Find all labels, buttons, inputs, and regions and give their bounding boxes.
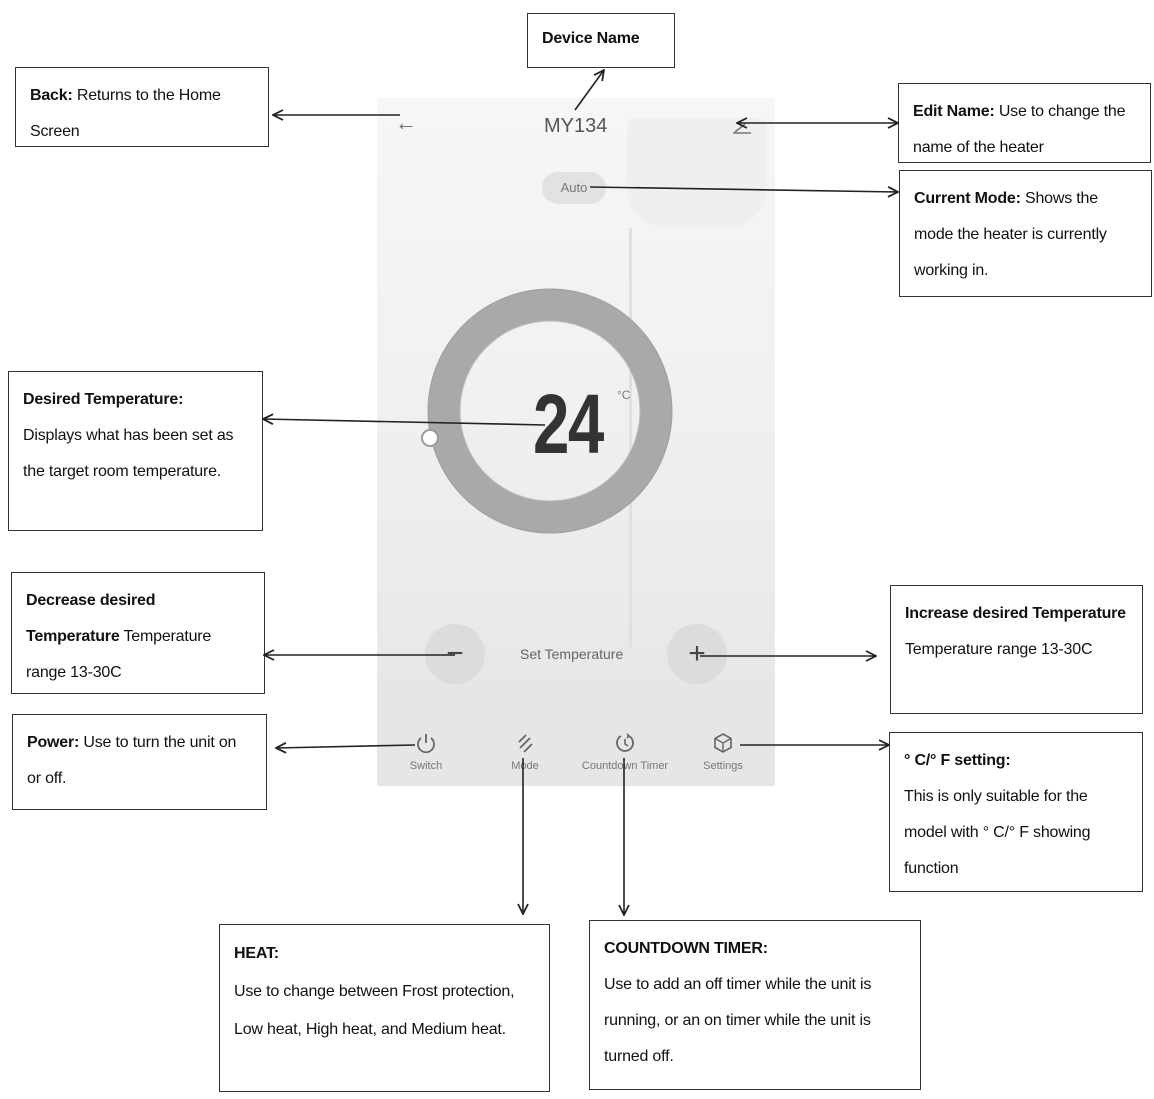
background-lamp-shade bbox=[627, 118, 767, 228]
back-button[interactable]: ← bbox=[395, 110, 417, 135]
edit-name-button[interactable] bbox=[733, 120, 751, 134]
mode-icon bbox=[518, 734, 533, 753]
callout-increase-title: Increase desired Temperature bbox=[905, 605, 1126, 622]
mode-badge: Auto bbox=[542, 172, 606, 204]
nav-countdown-timer[interactable]: Countdown Timer bbox=[567, 732, 683, 772]
nav-settings[interactable]: Settings bbox=[683, 732, 763, 772]
temperature-dial[interactable] bbox=[421, 288, 673, 534]
callout-desired-temperature: Desired Temperature: Displays what has b… bbox=[8, 371, 263, 531]
callout-cf-setting-title: ° C/° F setting: bbox=[904, 752, 1011, 769]
settings-icon bbox=[714, 733, 732, 753]
callout-power: Power: Use to turn the unit on or off. bbox=[12, 714, 267, 810]
callout-cf-setting: ° C/° F setting: This is only suitable f… bbox=[889, 732, 1143, 892]
dial-ring bbox=[428, 289, 672, 533]
callout-decrease-text: Temperature range 13-30C bbox=[26, 628, 212, 681]
callout-desired-temperature-title: Desired Temperature: bbox=[23, 391, 184, 408]
timer-icon bbox=[616, 733, 634, 752]
callout-edit-name: Edit Name: Use to change the name of the… bbox=[898, 83, 1151, 163]
callout-heat: HEAT: Use to change between Frost protec… bbox=[219, 924, 550, 1092]
increase-temperature-button[interactable]: + bbox=[667, 624, 727, 684]
nav-settings-label: Settings bbox=[703, 760, 743, 772]
callout-back: Back: Returns to the Home Screen bbox=[15, 67, 269, 147]
nav-mode-label: Mode bbox=[511, 760, 539, 772]
callout-power-text: Use to turn the unit on or off. bbox=[27, 734, 237, 787]
callout-desired-temperature-text: Displays what has been set as the target… bbox=[23, 427, 234, 480]
dial-knob[interactable] bbox=[421, 429, 439, 447]
set-temperature-label: Set Temperature bbox=[520, 646, 624, 662]
edit-pencil-icon bbox=[733, 123, 751, 134]
callout-increase-text: Temperature range 13-30C bbox=[905, 641, 1093, 658]
callout-current-mode: Current Mode: Shows the mode the heater … bbox=[899, 170, 1152, 297]
callout-device-name-title: Device Name bbox=[542, 30, 640, 47]
temperature-value: 24 bbox=[533, 377, 604, 471]
callout-heat-text: Use to change between Frost protection, … bbox=[234, 983, 515, 1038]
background-sofa bbox=[377, 678, 775, 786]
background-lamp-pole bbox=[629, 228, 632, 648]
callout-decrease-temperature: Decrease desired Temperature Temperature… bbox=[11, 572, 265, 694]
callout-back-text: Returns to the Home Screen bbox=[30, 87, 221, 140]
phone-screen: ← MY134 Auto 24 °C − Set Temperature + S… bbox=[377, 98, 775, 786]
decrease-temperature-button[interactable]: − bbox=[425, 624, 485, 684]
nav-switch[interactable]: Switch bbox=[386, 732, 466, 772]
callout-device-name: Device Name bbox=[527, 13, 675, 68]
callout-current-mode-title: Current Mode: bbox=[914, 190, 1021, 207]
callout-cf-setting-text: This is only suitable for the model with… bbox=[904, 788, 1091, 877]
callout-countdown-title: COUNTDOWN TIMER: bbox=[604, 940, 768, 957]
callout-edit-name-title: Edit Name: bbox=[913, 103, 995, 120]
callout-edit-name-text: Use to change the name of the heater bbox=[913, 103, 1126, 156]
callout-countdown-timer: COUNTDOWN TIMER: Use to add an off timer… bbox=[589, 920, 921, 1090]
callout-countdown-text: Use to add an off timer while the unit i… bbox=[604, 976, 872, 1065]
nav-switch-label: Switch bbox=[409, 760, 443, 772]
device-name: MY134 bbox=[544, 115, 608, 137]
callout-power-title: Power: bbox=[27, 734, 80, 751]
power-icon bbox=[417, 734, 435, 754]
callout-increase-temperature: Increase desired Temperature Temperature… bbox=[890, 585, 1143, 714]
callout-decrease-title: Decrease desired Temperature bbox=[26, 592, 156, 645]
temperature-unit: °C bbox=[617, 388, 631, 402]
callout-current-mode-text: Shows the mode the heater is currently w… bbox=[914, 190, 1107, 279]
nav-mode[interactable]: Mode bbox=[485, 732, 565, 772]
callout-heat-title: HEAT: bbox=[234, 945, 279, 962]
callout-back-title: Back: bbox=[30, 87, 73, 104]
nav-countdown-timer-label: Countdown Timer bbox=[581, 760, 669, 772]
